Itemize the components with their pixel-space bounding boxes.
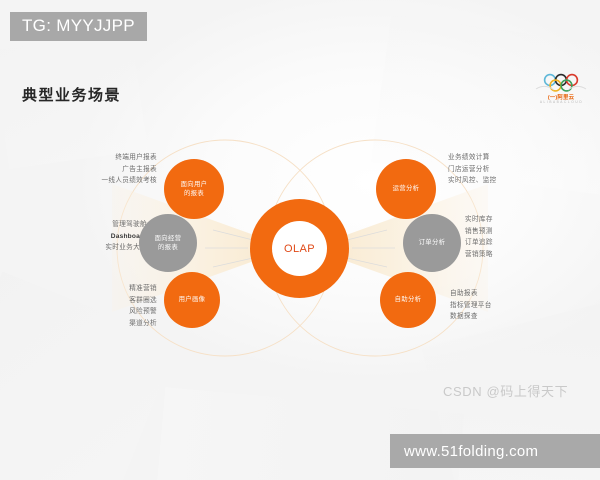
text-block-right-middle: 实时库存 销售预测 订单追踪 营销策略 [465,214,575,260]
text-block-right-top: 业务绩效计算 门店运营分析 实时风控、监控 [448,152,558,187]
text-line: 订单追踪 [465,239,493,247]
text-line: 数据探查 [450,313,478,321]
text-line: 业务绩效计算 [448,154,490,161]
node-operations-facing-reports[interactable]: 面向经营 的报表 [139,214,197,272]
text-line: 一线人员绩效考核 [101,177,157,185]
csdn-watermark: CSDN @码上得天下 [443,384,569,399]
brand-name: (一)阿里云 [547,95,575,101]
tg-tag-overlay: TG: MYYJJPP [10,12,147,41]
olympic-rings-icon [535,73,587,92]
olap-center-hole: OLAP [272,221,327,276]
text-line: 客群圈选 [129,296,157,304]
text-line: 营销策略 [465,250,493,258]
node-label: 面向用户 的报表 [180,180,208,197]
node-label: 运营分析 [392,185,420,193]
brand-subtitle: A L I B A B A C L O U D [539,100,583,105]
text-line: 实时风控、监控 [448,177,497,185]
page-title: 典型业务场景 [22,87,122,104]
node-label: 订单分析 [418,239,446,247]
node-label: 用户画像 [178,296,206,304]
node-label: 自助分析 [394,296,422,304]
text-line: 指标管理平台 [450,301,492,309]
text-line: 门店运营分析 [448,165,490,173]
brand-logo: (一)阿里云 A L I B A B A C L O U D [530,72,592,116]
node-operations-analysis[interactable]: 运营分析 [376,159,436,219]
text-block-left-bottom: 精准营销 客群圈选 风险预警 渠道分析 [52,283,157,329]
text-line: 管理驾驶舱 [112,221,147,228]
text-block-left-middle: 管理驾驶舱 Dashboard 实时业务大屏 [42,219,147,254]
node-self-service-analysis[interactable]: 自助分析 [380,272,436,328]
node-order-analysis[interactable]: 订单分析 [403,214,461,272]
text-line: Dashboard [110,232,147,240]
text-line: 实时业务大屏 [105,244,147,252]
text-line: 广告主报表 [122,165,157,173]
olap-label: OLAP [284,242,315,255]
text-line: 风险预警 [129,308,157,316]
text-line: 精准营销 [129,285,157,292]
olap-center-node[interactable]: OLAP [250,199,349,298]
text-block-left-top: 终端用户报表 广告主报表 一线人员绩效考核 [52,152,157,187]
node-label: 面向经营 的报表 [154,234,182,251]
site-url-bar: www.51folding.com [390,434,600,468]
node-user-facing-reports[interactable]: 面向用户 的报表 [164,159,224,219]
text-line: 自助报表 [450,290,478,297]
text-line: 实时库存 [465,216,493,223]
text-line: 终端用户报表 [115,154,157,161]
node-user-profile[interactable]: 用户画像 [164,272,220,328]
text-block-right-bottom: 自助报表 指标管理平台 数据探查 [450,288,560,323]
connector-lines [205,229,395,268]
text-line: 渠道分析 [129,319,157,327]
text-line: 销售预测 [465,227,493,235]
